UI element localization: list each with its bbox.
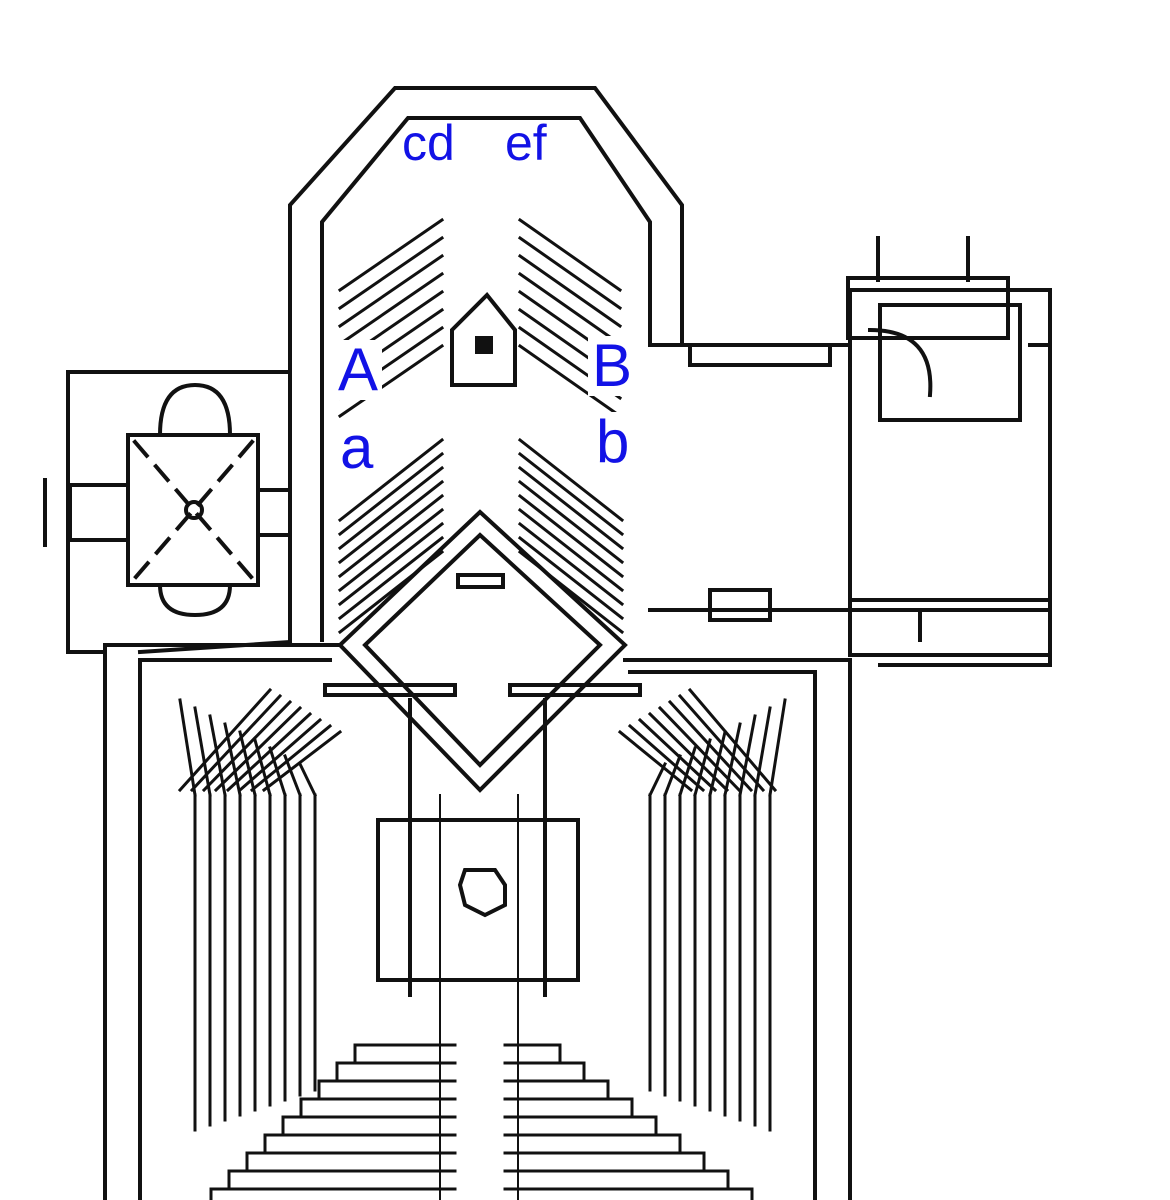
transept-pew — [667, 699, 754, 793]
label-B: B — [588, 336, 637, 396]
right-annex — [648, 236, 1052, 667]
choir-stall — [337, 437, 445, 523]
transept-pew — [657, 705, 742, 793]
transept-pew — [627, 723, 706, 793]
choir-stall — [337, 235, 445, 311]
choir-stall — [337, 217, 445, 293]
pew — [723, 722, 742, 797]
choir-stall — [337, 493, 445, 579]
apse-walls — [288, 86, 684, 642]
transept-pew — [237, 717, 323, 793]
choir-stall — [517, 217, 623, 293]
choir-stall — [517, 507, 625, 593]
label-A: A — [334, 340, 383, 400]
choir-stall — [337, 507, 445, 593]
transept-pew — [687, 687, 778, 793]
transept-pew — [637, 717, 718, 793]
transept-pew — [201, 699, 293, 793]
pew — [647, 761, 668, 798]
choir-stall — [517, 465, 625, 551]
crossing-diamond — [323, 509, 642, 793]
choir-stall — [337, 479, 445, 565]
choir-stall — [517, 437, 625, 523]
choir-stall — [517, 343, 623, 419]
pew — [268, 746, 287, 797]
transept-pew — [677, 693, 766, 793]
choir-stall — [337, 451, 445, 537]
pew — [178, 698, 197, 797]
choir-stall — [517, 549, 625, 635]
choir-stall — [337, 271, 445, 347]
choir-stall — [517, 451, 625, 537]
entrance-stairs — [209, 1043, 754, 1200]
choir-stall — [517, 535, 625, 621]
pew — [238, 730, 257, 797]
pew — [297, 761, 318, 798]
choir-stall — [517, 479, 625, 565]
choir-stall — [517, 493, 625, 579]
transept-pew — [647, 711, 730, 793]
choir-stall — [337, 253, 445, 329]
label-b: b — [592, 412, 634, 472]
transept-pew — [189, 693, 283, 793]
choir-stall — [517, 521, 625, 607]
pew — [193, 706, 212, 797]
transept-pew — [225, 711, 313, 793]
choir-stall — [517, 271, 623, 347]
crossing-platform — [376, 698, 580, 997]
baptistery — [43, 370, 293, 655]
choir-stall — [337, 521, 445, 607]
choir-stall — [517, 235, 623, 311]
transept-pew — [249, 723, 333, 793]
pew — [768, 698, 787, 797]
pew — [753, 706, 772, 797]
transept-pew — [213, 705, 303, 793]
choir-stall — [517, 253, 623, 329]
label-ef: ef — [505, 115, 547, 171]
label-cd: cd — [402, 115, 455, 171]
transept-pew — [261, 729, 343, 793]
choir-stall — [337, 343, 445, 419]
transept-pew — [177, 687, 273, 793]
altar — [450, 292, 517, 387]
label-a: a — [336, 418, 378, 478]
choir-stall — [337, 465, 445, 551]
choir-stall — [337, 549, 445, 635]
choir-stall — [337, 535, 445, 621]
pews — [177, 217, 787, 1132]
nave-walls — [103, 643, 852, 1200]
transept-pew — [617, 729, 694, 793]
